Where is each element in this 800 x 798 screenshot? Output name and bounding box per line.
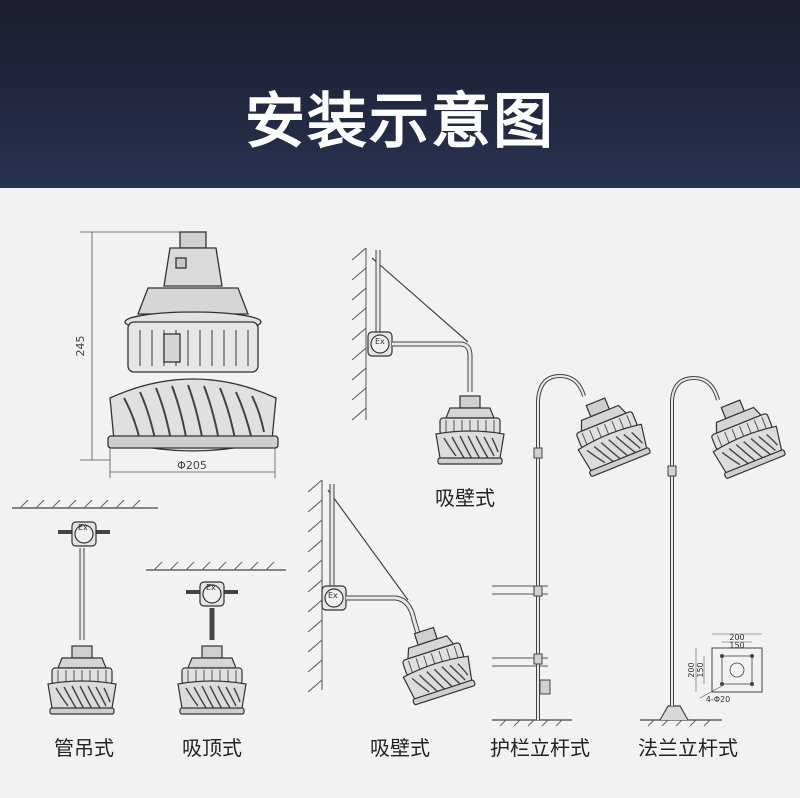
flange-dim-outer-side: 200 (687, 662, 696, 677)
wall-mount-bottom-drawing: Ex (307, 479, 478, 707)
page-title: 安装示意图 (245, 87, 555, 157)
ceiling-mount-drawing: Ex (146, 561, 286, 715)
flange-pole-drawing: 200 150 200 150 4-Φ20 (640, 375, 789, 727)
wall-mount-top-drawing: Ex (351, 247, 505, 465)
junction-box-mark-1: Ex (375, 337, 385, 346)
label-wall-mount-bottom: 吸壁式 (370, 736, 430, 760)
diagram-canvas (0, 188, 800, 798)
header-banner: 安装示意图 (0, 0, 800, 188)
flange-dim-inner-side: 150 (696, 662, 705, 677)
label-railing-pole: 护栏立杆式 (490, 736, 590, 760)
flange-plate-detail: 200 150 200 150 4-Φ20 (687, 633, 763, 704)
label-wall-mount-top: 吸壁式 (435, 486, 495, 510)
label-pipe-hang: 管吊式 (54, 736, 114, 760)
flange-dim-inner-top: 150 (729, 641, 744, 650)
junction-box-mark-3: Ex (206, 583, 216, 592)
railing-pole-drawing (492, 373, 654, 727)
junction-box-mark-2: Ex (78, 523, 88, 532)
junction-box-mark-4: Ex (328, 591, 338, 600)
main-lamp-drawing: 245 Φ205 (74, 231, 279, 478)
height-dimension-label: 245 (74, 336, 87, 357)
diameter-dimension-label: Φ205 (177, 459, 207, 472)
label-flange-pole: 法兰立杆式 (638, 736, 738, 760)
flange-hole-spec: 4-Φ20 (706, 695, 730, 704)
flange-dim-outer-top: 200 (729, 633, 744, 642)
label-ceiling-mount: 吸顶式 (182, 736, 242, 760)
pipe-hang-drawing: Ex (12, 499, 158, 715)
